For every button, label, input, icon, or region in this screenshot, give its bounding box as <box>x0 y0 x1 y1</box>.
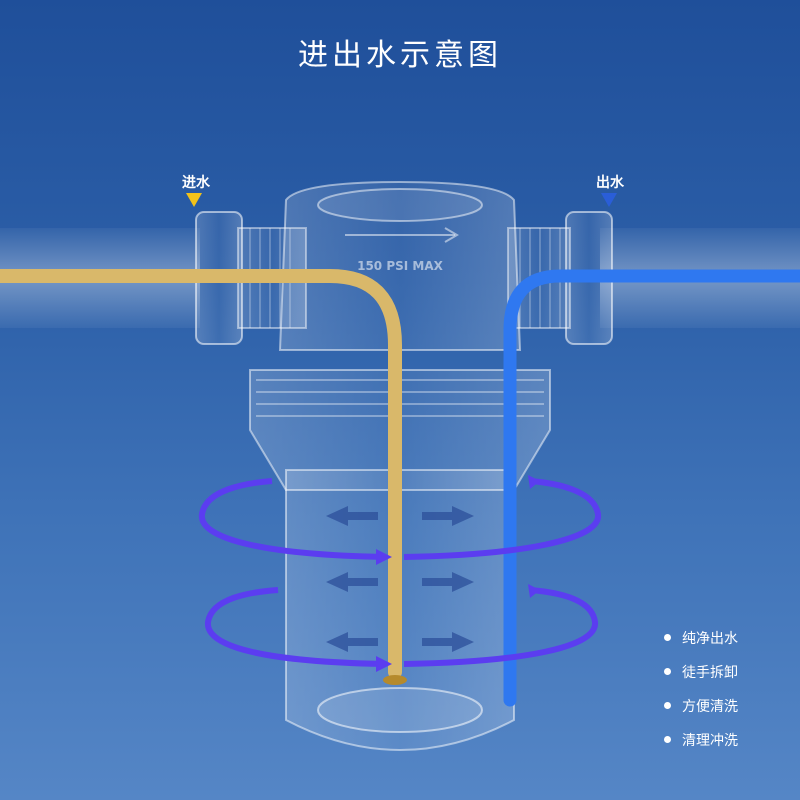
filter-head <box>278 180 522 351</box>
bullet-icon <box>664 736 671 743</box>
head-top-cap <box>317 188 483 222</box>
housing-flow-arrow <box>345 227 459 243</box>
outlet-pipe <box>503 269 800 707</box>
flow-ring-upper-tail-arrow <box>528 475 540 489</box>
feature-list: 纯净出水 徒手拆卸 方便清洗 清理冲洗 <box>664 628 738 764</box>
outlet-marker-icon <box>601 193 617 207</box>
feature-label: 纯净出水 <box>682 631 738 647</box>
bowl-base-ring <box>317 687 483 733</box>
flow-ring-upper-arrowhead <box>376 549 392 565</box>
inlet-pipe <box>0 269 402 679</box>
feature-item: 方便清洗 <box>664 696 738 730</box>
feature-label: 徒手拆卸 <box>682 665 738 681</box>
bullet-icon <box>664 668 671 675</box>
inner-flow-arrows <box>326 506 474 652</box>
flow-ring-lower <box>204 587 598 667</box>
feature-item: 纯净出水 <box>664 628 738 662</box>
flow-ring-lower-arrowhead <box>376 656 392 672</box>
page-title: 进出水示意图 <box>298 38 502 73</box>
bullet-icon <box>664 702 671 709</box>
feature-label: 清理冲洗 <box>682 733 738 749</box>
feature-item: 徒手拆卸 <box>664 662 738 696</box>
feature-label: 方便清洗 <box>682 699 738 715</box>
flow-ring-lower-tail-arrow <box>528 584 540 598</box>
bullet-icon <box>664 634 671 641</box>
flow-ring-upper <box>198 478 602 560</box>
outlet-label: 出水 <box>596 175 624 191</box>
inlet-label: 进水 <box>182 175 210 191</box>
feature-item: 清理冲洗 <box>664 730 738 764</box>
housing-pressure-text: 150 PSI MAX <box>357 259 444 273</box>
inlet-pipe-opening <box>383 675 407 685</box>
inlet-marker-icon <box>186 193 202 207</box>
